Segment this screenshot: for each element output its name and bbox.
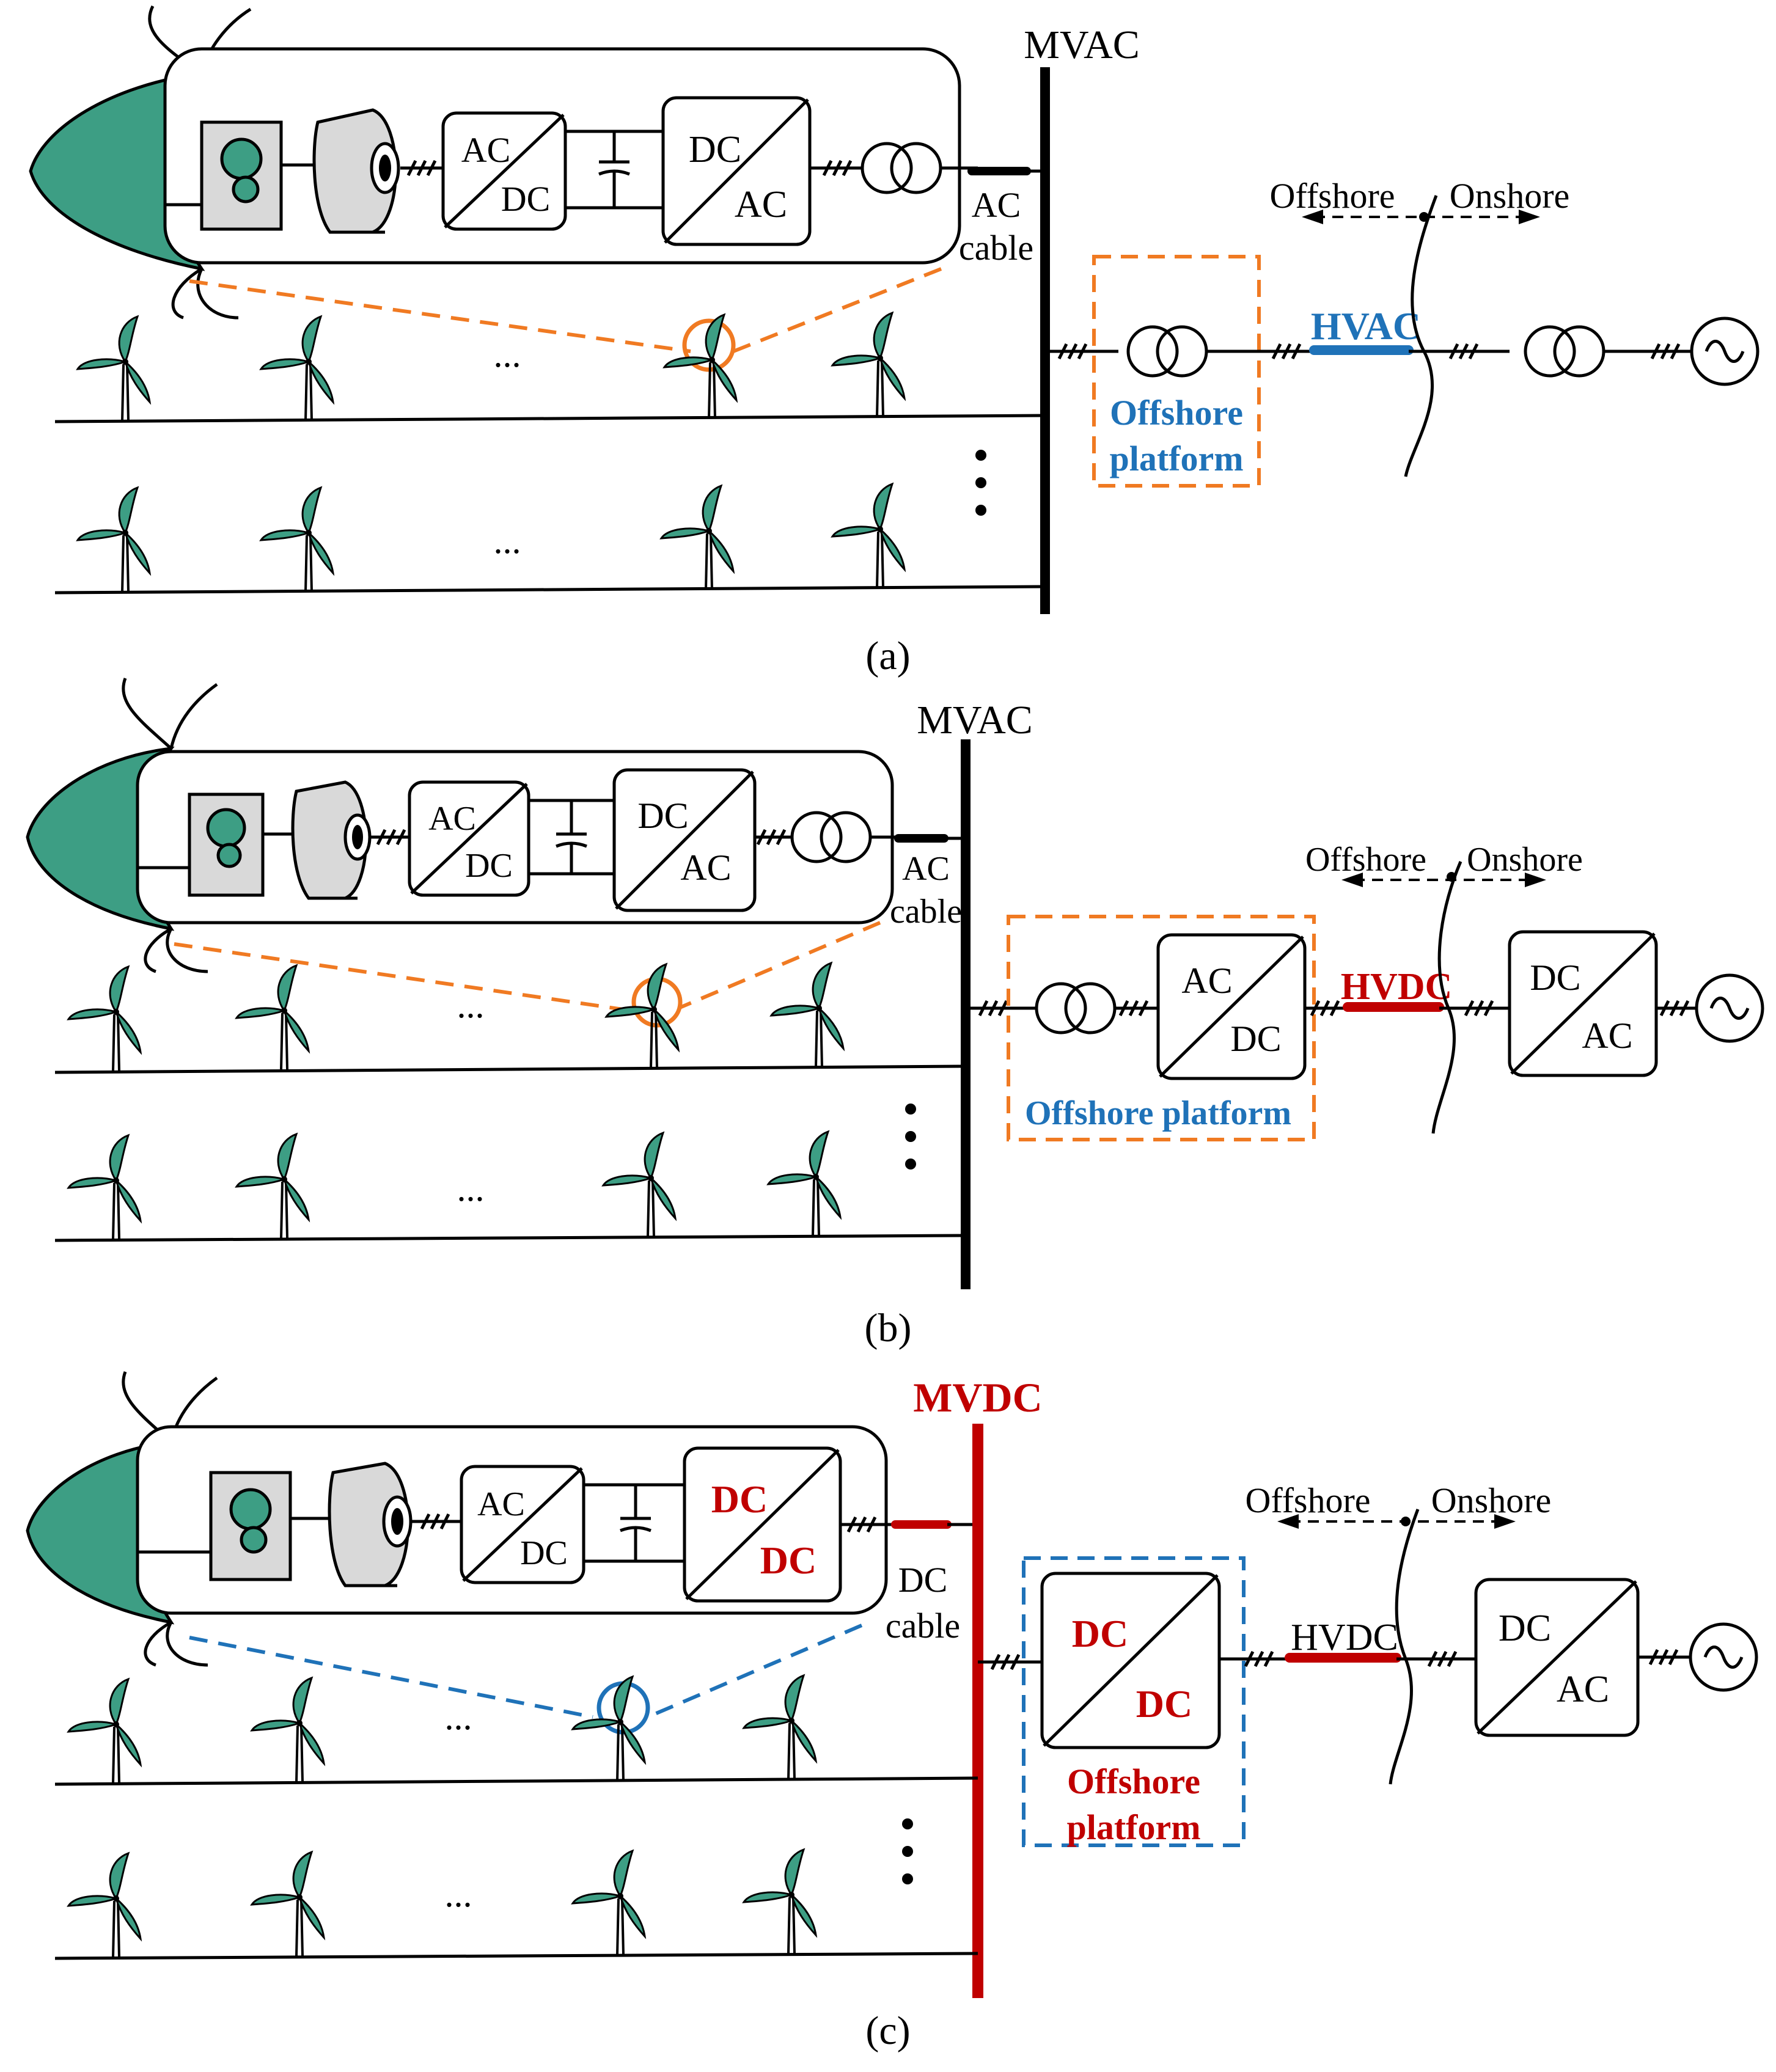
cable-label-1: AC	[972, 185, 1021, 225]
platform-dcdc-converter: DC DC	[1040, 1572, 1221, 1749]
turbine-row-1	[67, 962, 845, 1072]
offshore-label: Offshore	[1245, 1481, 1370, 1520]
nacelle-rectifier: AC DC	[441, 111, 567, 231]
caption-b: (b)	[865, 1306, 912, 1350]
cable-label-2: cable	[886, 1606, 960, 1646]
conv2-bottom: AC	[680, 847, 731, 888]
panel-a: AC DC DC AC AC cable MVAC	[29, 5, 1758, 678]
platform-label-2: platform	[1109, 439, 1243, 478]
cable-label-2: cable	[890, 893, 962, 931]
onshore-label: Onshore	[1431, 1481, 1552, 1520]
platform-label-1: Offshore	[1110, 393, 1243, 433]
offshore-platform-box	[1092, 255, 1261, 488]
onshore-conv-top: DC	[1499, 1608, 1551, 1649]
bus-label: MVAC	[917, 698, 1033, 742]
generator-icon	[328, 1462, 413, 1587]
conv2-top: DC	[711, 1477, 768, 1521]
generator-icon	[312, 108, 400, 234]
onshore-conv-bottom: AC	[1557, 1669, 1609, 1710]
onshore-inverter: DC AC	[1474, 1578, 1640, 1737]
dots-row-2: ...	[457, 1168, 485, 1209]
vertical-dots	[975, 450, 986, 516]
nacelle-rectifier: AC DC	[408, 780, 530, 897]
cable-label-1: DC	[898, 1560, 948, 1600]
nacelle-rectifier: AC DC	[460, 1465, 585, 1584]
caption-a: (a)	[865, 634, 910, 678]
turbine-row-1	[76, 312, 906, 422]
platform-conv-top: DC	[1072, 1612, 1128, 1655]
offshore-label: Offshore	[1269, 176, 1395, 216]
grid-source-icon	[1697, 975, 1763, 1041]
offshore-label: Offshore	[1305, 841, 1426, 879]
conv2-top: DC	[689, 129, 741, 170]
transmission-label: HVDC	[1291, 1617, 1398, 1658]
vertical-dots	[905, 1104, 916, 1170]
nacelle-hub	[26, 1371, 218, 1667]
turbine-row-2	[67, 1130, 842, 1240]
dots-row-2: ...	[445, 1874, 472, 1914]
onshore-label: Onshore	[1467, 841, 1583, 879]
generator-icon	[291, 780, 372, 900]
conv1-bottom: DC	[465, 847, 513, 885]
nacelle-inverter: DC AC	[661, 96, 812, 246]
turbine-row-1	[67, 1674, 817, 1784]
caption-c: (c)	[865, 2008, 910, 2053]
onshore-conv-bottom: AC	[1582, 1016, 1632, 1056]
conv2-bottom: AC	[735, 184, 787, 225]
turbine-row-2	[76, 483, 906, 593]
onshore-inverter: DC AC	[1508, 930, 1658, 1077]
dots-row-2: ...	[494, 521, 521, 561]
conv1-top: AC	[428, 800, 476, 838]
offshore-platform-box	[1007, 915, 1316, 1141]
turbine-row-2	[67, 1848, 817, 1958]
grid-source-icon	[1690, 1624, 1756, 1690]
conv2-bottom: DC	[760, 1539, 816, 1582]
vertical-dots	[902, 1818, 913, 1884]
dots-row-1: ...	[494, 334, 521, 375]
platform-conv-bottom: DC	[1136, 1682, 1192, 1726]
dots-row-1: ...	[457, 985, 485, 1025]
platform-conv-bottom: DC	[1230, 1019, 1281, 1059]
cable-label-1: AC	[902, 850, 950, 888]
platform-label-1: Offshore	[1067, 1762, 1200, 1801]
panel-b: AC DC DC AC AC cable MVAC	[26, 678, 1763, 1350]
bus-label: MVDC	[913, 1374, 1043, 1421]
conv1-bottom: DC	[520, 1534, 568, 1572]
nacelle-inverter: DC AC	[612, 768, 757, 912]
cable-label-2: cable	[959, 228, 1033, 268]
platform-conv-top: AC	[1181, 961, 1232, 1001]
panel-c: AC DC DC DC DC cable MVDC	[26, 1371, 1756, 2053]
transmission-label: HVDC	[1341, 966, 1453, 1008]
conv2-top: DC	[637, 796, 688, 836]
platform-label-1: Offshore platform	[1025, 1094, 1291, 1132]
offshore-platform-box	[1022, 1556, 1246, 1847]
platform-label-2: platform	[1066, 1807, 1200, 1847]
grid-source-icon	[1692, 318, 1758, 384]
dots-row-1: ...	[445, 1697, 472, 1737]
platform-rectifier: AC DC	[1156, 933, 1307, 1080]
nacelle-dcdc-converter: DC DC	[683, 1446, 842, 1603]
conv1-top: AC	[461, 130, 511, 170]
onshore-conv-top: DC	[1530, 957, 1580, 998]
transmission-label: HVAC	[1311, 304, 1421, 348]
bus-label: MVAC	[1024, 23, 1140, 67]
conv1-top: AC	[477, 1485, 525, 1523]
conv1-bottom: DC	[501, 179, 551, 219]
onshore-label: Onshore	[1450, 176, 1570, 216]
